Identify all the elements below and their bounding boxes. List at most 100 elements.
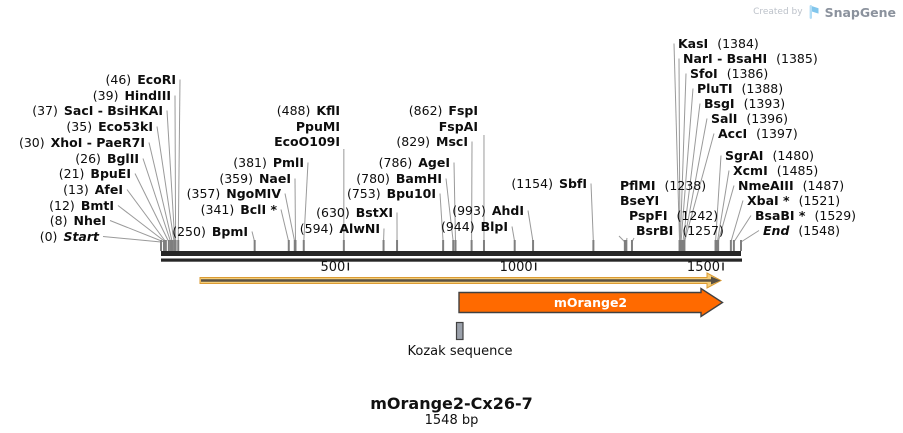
snapgene-logo-icon bbox=[809, 5, 819, 19]
leader-line bbox=[117, 205, 166, 243]
enzyme-name: XhoI - PaeR7I bbox=[50, 135, 145, 150]
enzyme-label-bsabi-: BsaBI * (1529) bbox=[755, 208, 856, 223]
mOrange2-feature-label: mOrange2 bbox=[553, 295, 628, 310]
created-by-text: Created by bbox=[753, 7, 803, 17]
enzyme-name: BlpI bbox=[480, 219, 508, 234]
leader-line bbox=[102, 236, 162, 243]
enzyme-label-ngomiv: (357)NgoMIV bbox=[187, 186, 281, 201]
leader-line bbox=[730, 200, 744, 243]
enzyme-label-pspfi: PspFI(1242) bbox=[629, 208, 718, 223]
enzyme-name: NmeAIII bbox=[738, 178, 794, 193]
enzyme-label-acci: AccI(1397) bbox=[718, 126, 798, 141]
enzyme-label-ecori: (46)EcoRI bbox=[106, 72, 176, 87]
enzyme-label-ppumi: PpuMI bbox=[290, 119, 340, 134]
enzyme-position: (13) bbox=[63, 182, 89, 197]
kozak-sequence-box bbox=[455, 321, 464, 341]
leader-line bbox=[682, 103, 701, 243]
enzyme-name: BseYI bbox=[620, 193, 660, 208]
enzyme-name: SacI - BsiHKAI bbox=[63, 103, 163, 118]
enzyme-name: EcoO109I bbox=[274, 134, 340, 149]
enzyme-name: BmtI bbox=[80, 198, 114, 213]
enzyme-position: (753) bbox=[346, 186, 381, 201]
enzyme-name: PluTI bbox=[697, 81, 733, 96]
enzyme-label-agei: (786)AgeI bbox=[379, 155, 450, 170]
leader-line bbox=[527, 210, 534, 243]
enzyme-name: MscI bbox=[436, 134, 468, 149]
leader-line bbox=[590, 183, 594, 243]
leader-line bbox=[716, 170, 730, 243]
enzyme-label-alwni: (594) AlwNI bbox=[300, 221, 380, 236]
enzyme-position: (26) bbox=[75, 151, 101, 166]
enzyme-position: (1480) bbox=[772, 148, 815, 163]
leader-line bbox=[148, 142, 173, 243]
leader-line bbox=[166, 110, 176, 243]
enzyme-label-nmeaiii: NmeAIII(1487) bbox=[738, 178, 844, 193]
leader-line bbox=[109, 220, 165, 243]
enzyme-name: Start bbox=[63, 229, 99, 244]
sequence-bar-bottom bbox=[161, 258, 742, 262]
enzyme-label-msci: (829) MscI bbox=[396, 134, 468, 149]
leader-line bbox=[134, 173, 170, 243]
map-title: mOrange2-Cx26-7 bbox=[370, 394, 533, 413]
enzyme-position: (1238) bbox=[664, 178, 707, 193]
enzyme-name: BamHI bbox=[395, 171, 442, 186]
enzyme-name: EcoRI bbox=[137, 72, 176, 87]
enzyme-name: PmlI bbox=[272, 155, 304, 170]
branding: Created by SnapGene bbox=[753, 4, 896, 20]
enzyme-name: AhdI bbox=[491, 203, 524, 218]
enzyme-label-ahdi: (993)AhdI bbox=[452, 203, 524, 218]
leader-line bbox=[511, 226, 516, 243]
enzyme-name: NheI bbox=[73, 213, 107, 228]
enzyme-position: (8) bbox=[49, 213, 68, 228]
enzyme-label-afei: (13) AfeI bbox=[63, 182, 123, 197]
enzyme-position: (1388) bbox=[741, 81, 784, 96]
enzyme-label-pmli: (381) PmlI bbox=[233, 155, 304, 170]
enzyme-label-saci-bsihkai: (37)SacI - BsiHKAI bbox=[32, 103, 163, 118]
sequence-bar-top bbox=[161, 251, 741, 256]
enzyme-label-kfli: (488)KflI bbox=[277, 103, 340, 118]
leader-line bbox=[733, 215, 752, 243]
enzyme-label-kasi: KasI(1384) bbox=[678, 36, 759, 51]
enzyme-name: BglII bbox=[106, 151, 139, 166]
enzyme-position: (594) bbox=[299, 221, 334, 236]
enzyme-position: (39) bbox=[92, 88, 119, 103]
enzyme-position: (1485) bbox=[776, 163, 819, 178]
enzyme-position: (12) bbox=[49, 198, 75, 213]
enzyme-name: XbaI * bbox=[747, 193, 790, 208]
enzyme-name: AccI bbox=[718, 126, 748, 141]
enzyme-label-bglii: (26) BglII bbox=[75, 151, 139, 166]
enzyme-name: AlwNI bbox=[339, 221, 380, 236]
ruler-label-1000: 1000 bbox=[499, 260, 533, 275]
enzyme-position: (944) bbox=[440, 219, 475, 234]
enzyme-label-bmti: (12) BmtI bbox=[49, 198, 114, 213]
enzyme-name: NaeI bbox=[258, 171, 291, 186]
enzyme-name: AfeI bbox=[94, 182, 123, 197]
leader-line bbox=[294, 178, 297, 243]
enzyme-position: (30) bbox=[18, 135, 45, 150]
enzyme-position: (250) bbox=[172, 224, 206, 239]
enzyme-position: (1529) bbox=[814, 208, 857, 223]
leader-line bbox=[174, 95, 177, 243]
enzyme-label-sbfi: (1154)SbfI bbox=[511, 176, 587, 191]
enzyme-label-bcli-: (341)BclI * bbox=[201, 202, 277, 217]
enzyme-name: KasI bbox=[678, 36, 709, 51]
leader-line bbox=[126, 189, 167, 243]
enzyme-label-fspai: FspAI bbox=[433, 119, 478, 134]
enzyme-name: FspAI bbox=[438, 119, 478, 134]
enzyme-position: (829) bbox=[396, 134, 431, 149]
enzyme-label-end: End(1548) bbox=[763, 223, 840, 238]
enzyme-position: (381) bbox=[233, 155, 267, 170]
enzyme-name: HindIII bbox=[124, 88, 171, 103]
enzyme-label-bamhi: (780)BamHI bbox=[356, 171, 442, 186]
enzyme-name: KflI bbox=[316, 103, 340, 118]
enzyme-name: XcmI bbox=[733, 163, 768, 178]
enzyme-name: SgrAI bbox=[725, 148, 764, 163]
leader-line bbox=[715, 155, 722, 243]
enzyme-name: BsaBI * bbox=[755, 208, 806, 223]
enzyme-position: (357) bbox=[186, 186, 221, 201]
enzyme-label-nari-bsahi: NarI - BsaHI(1385) bbox=[683, 51, 818, 66]
ruler-label-1500: 1500 bbox=[686, 260, 721, 275]
enzyme-name: BstXI bbox=[355, 205, 393, 220]
